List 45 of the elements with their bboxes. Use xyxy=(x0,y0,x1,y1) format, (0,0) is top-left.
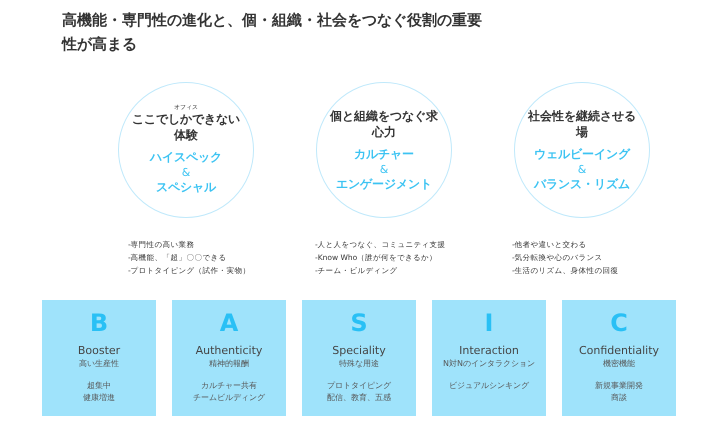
card-detail: プロトタイピング xyxy=(326,380,392,392)
letter-heading: I xyxy=(484,308,494,338)
accent-text: ウェルビーイング xyxy=(534,146,630,162)
letter-heading: A xyxy=(218,308,240,338)
card-subtitle: 機密機能 xyxy=(602,358,636,370)
letter-heading: S xyxy=(349,308,369,338)
card-detail: 超集中 xyxy=(86,380,112,392)
circle-node xyxy=(316,82,452,218)
title: 高機能・専門性の進化と、個・組織・社会をつなぐ役割の重要性が高まる xyxy=(62,10,482,55)
ampersand: & xyxy=(182,166,190,179)
category-card xyxy=(432,300,546,416)
accent-text: バランス・リズム xyxy=(534,176,630,192)
category-card xyxy=(172,300,286,416)
ampersand: & xyxy=(380,162,388,176)
card-detail: 配信、教育、五感 xyxy=(326,392,392,404)
card-detail: 健康増進 xyxy=(82,392,116,404)
circle-node xyxy=(118,82,254,218)
card-subtitle: 高い生産性 xyxy=(78,358,120,370)
card-title: Interaction xyxy=(458,344,520,358)
card-title: Authenticity xyxy=(194,344,264,358)
card-detail: チームビルディング xyxy=(192,392,266,404)
letter-heading: B xyxy=(88,308,110,338)
card-title: Confidentiality xyxy=(578,344,660,358)
accent-text: スペシャル xyxy=(156,179,216,196)
card-detail: 新規事業開発 xyxy=(594,380,644,392)
card-detail: ビジュアルシンキング xyxy=(448,380,530,392)
category-card xyxy=(42,300,156,416)
card-title: Speciality xyxy=(331,344,387,358)
circle-heading: 社会性を継続させる場 xyxy=(527,108,637,140)
card-subtitle: 精神的報酬 xyxy=(208,358,250,370)
category-card xyxy=(562,300,676,416)
ampersand: & xyxy=(578,162,586,176)
circle-node xyxy=(514,82,650,218)
circle-heading: 個と組織をつなぐ求心力 xyxy=(329,108,439,140)
accent-text: ハイスペック xyxy=(150,149,222,166)
letter-heading: C xyxy=(609,308,629,338)
card-detail: カルチャー共有 xyxy=(200,380,258,392)
accent-text: エンゲージメント xyxy=(336,176,432,192)
card-subtitle: N対Nのインタラクション xyxy=(442,358,536,370)
card-title: Booster xyxy=(76,344,122,358)
accent-text: カルチャー xyxy=(354,146,414,162)
circle-heading: ここでしかできない体験 xyxy=(131,111,241,143)
category-card xyxy=(302,300,416,416)
card-subtitle: 特殊な用途 xyxy=(338,358,380,370)
card-detail: 商談 xyxy=(610,392,628,404)
